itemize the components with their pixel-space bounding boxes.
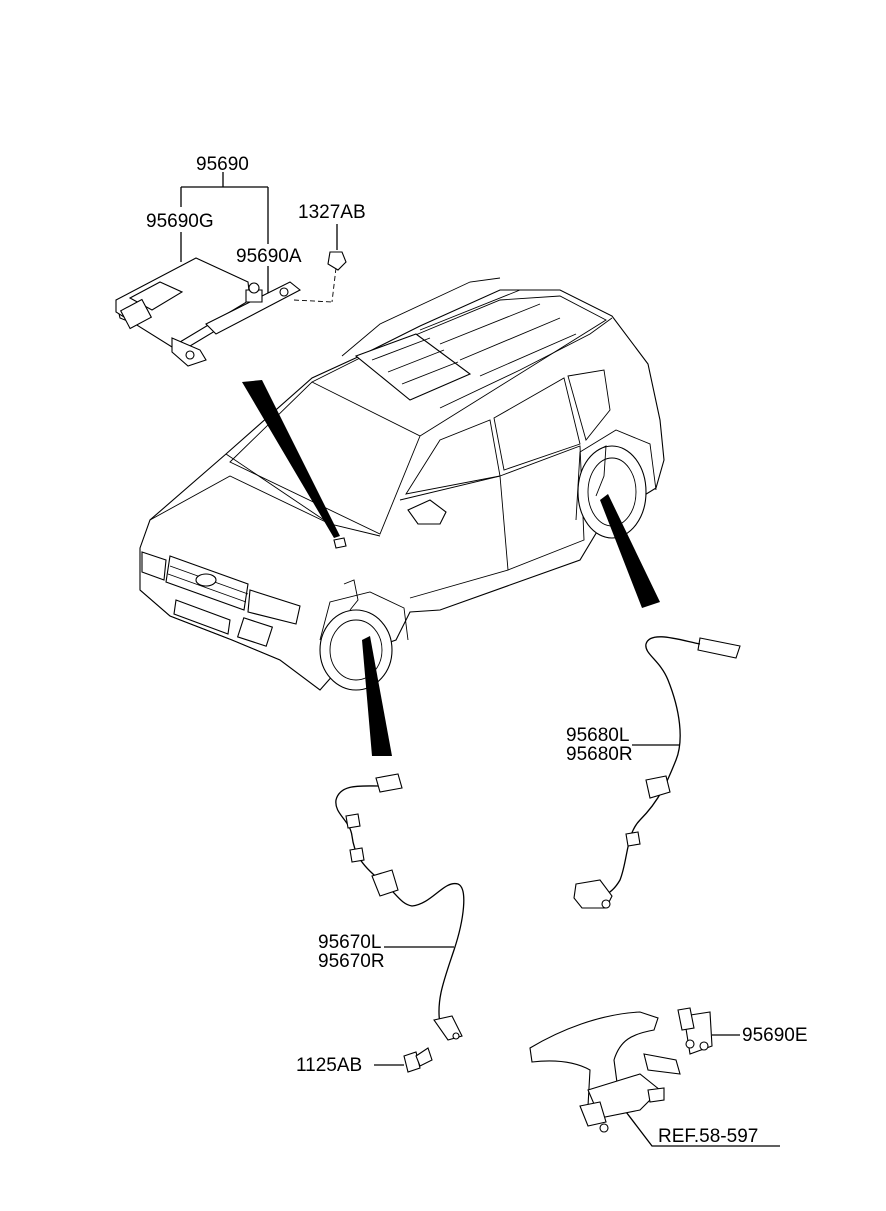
label-1327ab[interactable]: 1327AB (298, 202, 366, 223)
label-ref-58-597[interactable]: REF.58-597 (658, 1126, 758, 1147)
bolt-illustration (403, 1047, 433, 1073)
callout-wedges (242, 380, 660, 756)
label-95670r[interactable]: 95670R (318, 951, 385, 972)
label-95680l[interactable]: 95680L (566, 725, 629, 746)
yaw-rate-sensor-illustration (115, 251, 347, 367)
label-95690g[interactable]: 95690G (146, 211, 214, 232)
front-wheel-sensor-illustration (335, 773, 465, 1041)
parking-switch-illustration (677, 1007, 713, 1055)
label-95690a[interactable]: 95690A (236, 246, 302, 267)
label-1125ab[interactable]: 1125AB (296, 1055, 362, 1076)
vehicle-illustration (139, 277, 665, 691)
parking-brake-lever-illustration (529, 1011, 681, 1133)
label-95670l[interactable]: 95670L (318, 932, 381, 953)
label-95690[interactable]: 95690 (196, 154, 249, 175)
label-95690e[interactable]: 95690E (742, 1025, 808, 1046)
rear-wheel-sensor-illustration (573, 636, 741, 909)
label-95680r[interactable]: 95680R (566, 744, 633, 765)
